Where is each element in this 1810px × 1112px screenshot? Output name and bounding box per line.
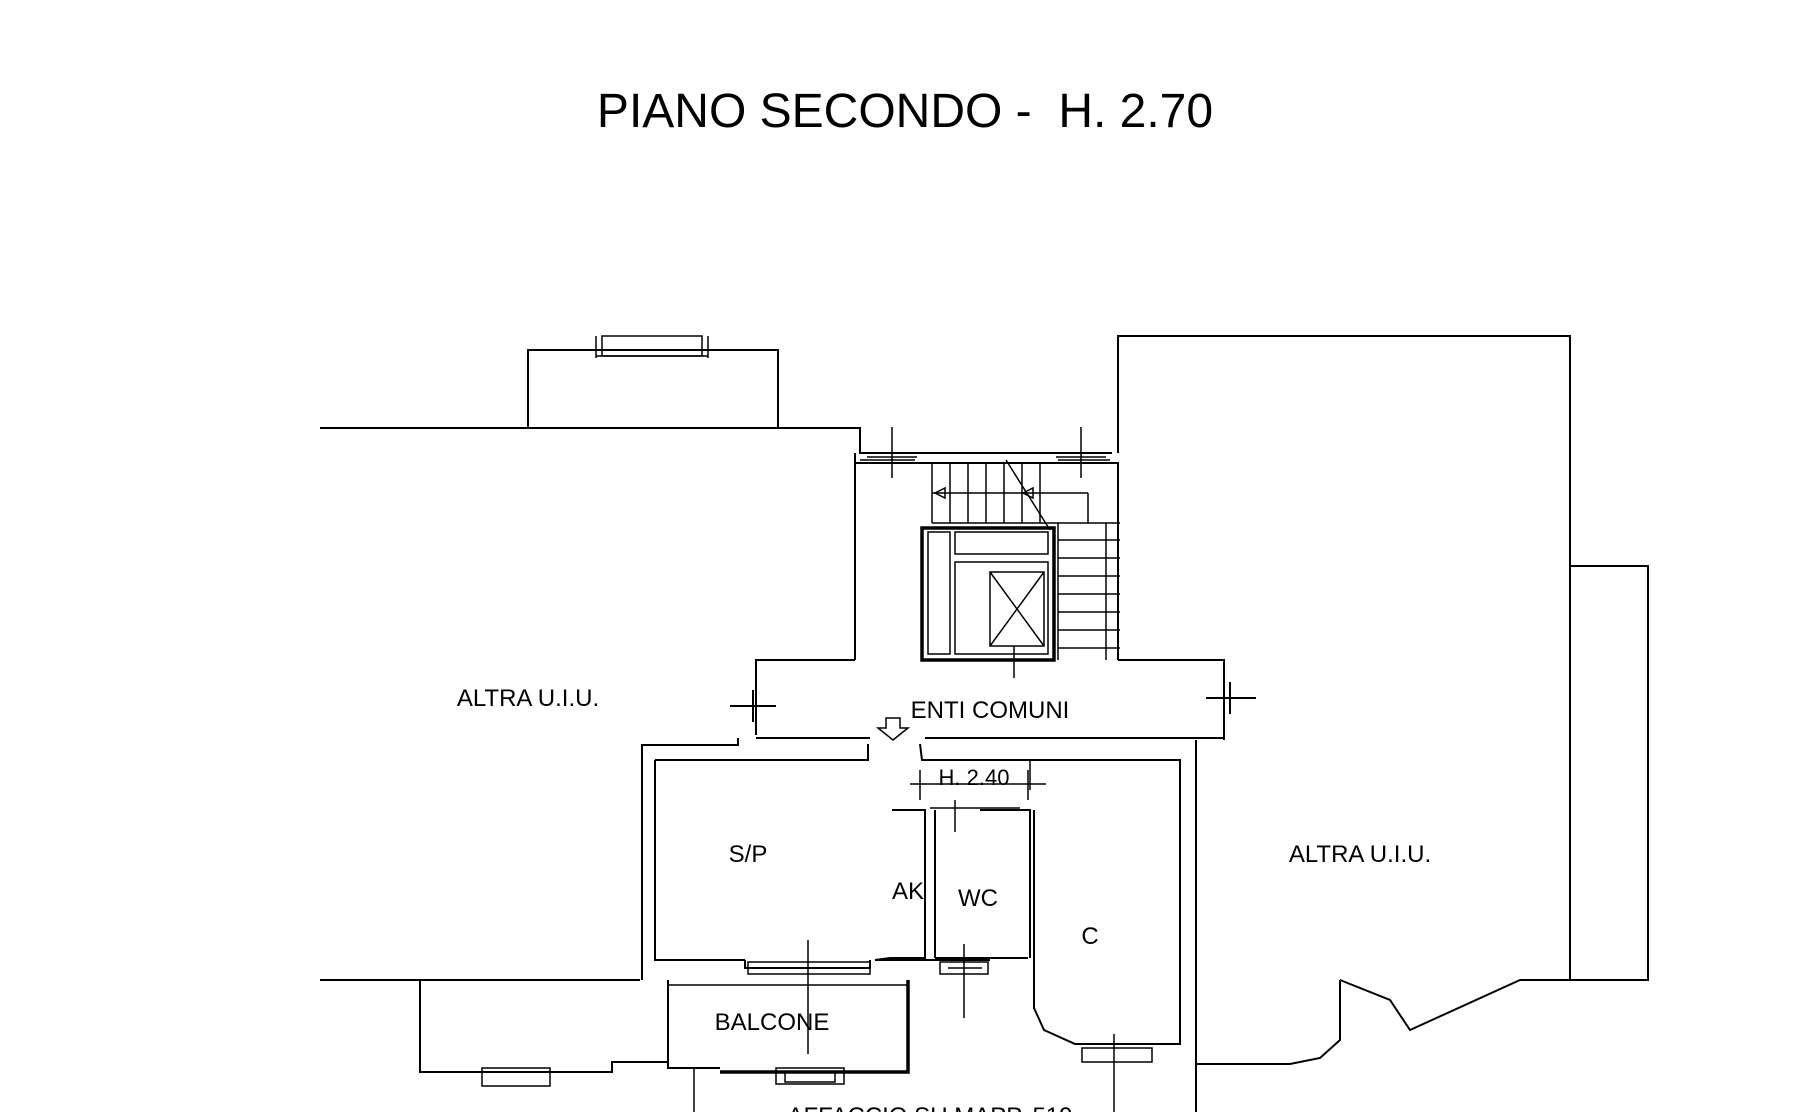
label-sp: S/P xyxy=(729,841,768,868)
window-stair-left xyxy=(860,427,917,478)
label-balcone: BALCONE xyxy=(715,1009,830,1036)
stair-treads xyxy=(931,459,1120,660)
stair-core xyxy=(854,427,1120,678)
label-height-wc: H. 2.40 xyxy=(939,765,1010,790)
label-affaccio: AFFACCIO SU MAPP. 519 xyxy=(788,1103,1073,1112)
entrance-arrow xyxy=(875,717,911,741)
balcony xyxy=(667,980,910,1112)
left-unit-outline xyxy=(320,335,900,981)
label-altra-uiu-right: ALTRA U.I.U. xyxy=(1289,841,1431,868)
apartment-walls xyxy=(641,738,1197,1112)
elevator-shaft xyxy=(920,526,1056,678)
right-unit-outline xyxy=(1117,335,1649,1065)
label-altra-uiu-left: ALTRA U.I.U. xyxy=(457,685,599,712)
window-sp xyxy=(747,940,871,1054)
bottom-left-bay xyxy=(419,980,668,1087)
enti-comuni-area xyxy=(730,659,1256,741)
label-wc: WC xyxy=(958,885,998,912)
window-wc xyxy=(939,944,989,1018)
window-top-left xyxy=(595,335,709,358)
label-ak: AK xyxy=(892,878,924,905)
window-c xyxy=(1081,1034,1153,1112)
label-c: C xyxy=(1081,923,1098,950)
label-enti-comuni: ENTI COMUNI xyxy=(911,697,1070,724)
plan-title: PIANO SECONDO - H. 2.70 xyxy=(596,85,1214,138)
window-stair-right xyxy=(1056,427,1110,478)
